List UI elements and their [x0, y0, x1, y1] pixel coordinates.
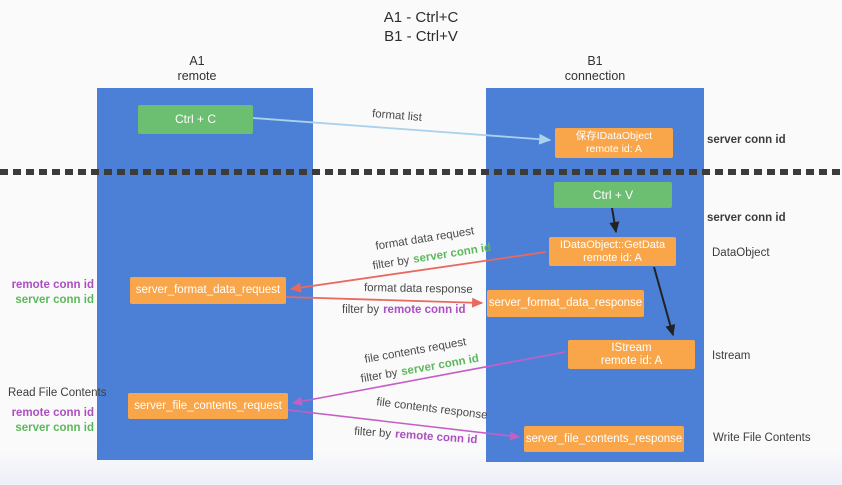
column-a1-name: A1 [189, 54, 205, 68]
server-file-contents-request-box: server_file_contents_request [128, 393, 288, 419]
right-server-conn-id-2: server conn id [707, 212, 786, 224]
server-conn-id-text: server conn id [15, 422, 94, 434]
format-request-label: server_format_data_request [135, 284, 281, 296]
getdata-line2: remote id: A [583, 251, 642, 264]
format-data-response-label: format data response [363, 282, 473, 296]
istream-box: IStream remote id: A [568, 340, 695, 369]
getdata-line1: IDataObject::GetData [559, 238, 666, 251]
title-line-1: A1 - Ctrl+C [383, 9, 459, 26]
column-a1-sub: remote [177, 69, 217, 83]
arrow-file-contents-request [291, 351, 566, 406]
file-response-label: server_file_contents_response [525, 432, 683, 445]
save-idataobject-box: 保存IDataObject remote id: A [555, 128, 673, 158]
left-conn-id-annotation-bottom: remote conn id server conn id [0, 406, 94, 436]
column-header-b1: B1 connection [486, 54, 704, 84]
arrow-format-data-response [285, 296, 484, 308]
format-response-label: server_format_data_response [488, 297, 643, 309]
ctrl-c-label: Ctrl + C [174, 112, 216, 126]
filter-by-text: filter by [342, 304, 380, 316]
save-idataobject-line2: remote id: A [585, 143, 643, 155]
arrow-format-list [252, 117, 552, 145]
arrow-file-contents-response [287, 409, 521, 441]
idataobject-getdata-box: IDataObject::GetData remote id: A [549, 237, 676, 266]
file-request-label: server_file_contents_request [134, 399, 282, 412]
ctrl-v-label: Ctrl + V [592, 187, 634, 202]
arrow-getdata-to-istream [653, 266, 676, 337]
separator-dotted-line [0, 169, 842, 175]
save-idataobject-line1: 保存IDataObject [575, 130, 653, 142]
read-file-contents-label: Read File Contents [8, 387, 107, 399]
column-header-a1: A1 remote [97, 54, 297, 84]
dataobject-label: DataObject [712, 247, 770, 259]
filter-by-text: filter by [353, 425, 392, 441]
ctrl-c-box: Ctrl + C [138, 105, 253, 134]
server-format-data-response-box: server_format_data_response [487, 290, 644, 317]
istream-label: Istream [712, 350, 751, 362]
left-conn-id-annotation-top: remote conn id server conn id [0, 278, 94, 308]
server-conn-id-text: server conn id [15, 294, 94, 306]
write-file-contents-label: Write File Contents [713, 432, 811, 444]
title-line-2: B1 - Ctrl+V [384, 28, 458, 45]
istream-line2: remote id: A [600, 354, 663, 367]
arrow-ctrlv-to-getdata [609, 207, 620, 234]
column-b1-name: B1 [587, 54, 603, 68]
arrow-format-data-request [289, 251, 547, 293]
remote-conn-id-text: remote conn id [11, 279, 94, 291]
server-file-contents-response-box: server_file_contents_response [524, 426, 684, 452]
remote-conn-id-text: remote conn id [11, 407, 94, 419]
ctrl-v-box: Ctrl + V [554, 182, 672, 208]
diagram-title: A1 - Ctrl+C B1 - Ctrl+V [0, 8, 842, 46]
server-format-data-request-box: server_format_data_request [130, 277, 286, 304]
istream-line1: IStream [611, 341, 652, 354]
right-server-conn-id-1: server conn id [707, 134, 786, 146]
remote-conn-id-text: remote conn id [383, 304, 466, 316]
column-b1-sub: connection [564, 69, 626, 83]
